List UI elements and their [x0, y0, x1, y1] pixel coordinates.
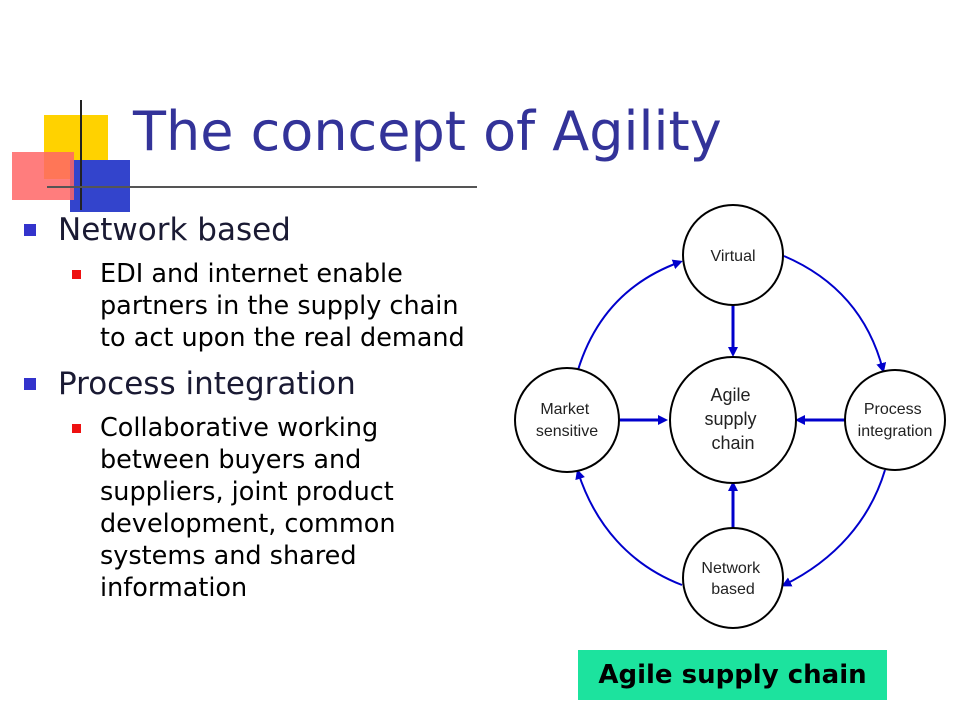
arrow-market-to-virtual — [577, 259, 683, 371]
sub-bullet-edi: EDI and internet enable partners in the … — [72, 258, 487, 354]
node-agile-supply-chain: Agile supply chain — [669, 356, 797, 484]
arrow-virtual-to-process — [783, 255, 887, 373]
bullet-text: Network based — [58, 212, 291, 248]
decor-vertical-line — [80, 100, 82, 210]
node-process-integration: Process integration — [844, 369, 946, 471]
sub-bullet-text: EDI and internet enable partners in the … — [100, 259, 465, 353]
bullet-process-integration: Process integration — [22, 364, 487, 404]
decor-pink-square — [12, 152, 74, 200]
bullet-text: Process integration — [58, 366, 356, 402]
node-center-label: Agile supply chain — [704, 385, 761, 453]
node-market-sensitive-label: Market sensitive — [536, 401, 598, 440]
arrow-process-to-network — [781, 469, 886, 587]
slide-title: The concept of Agility — [133, 100, 722, 163]
bullet-network-based: Network based — [22, 210, 487, 250]
sub-bullet-marker — [72, 270, 81, 279]
node-market-sensitive: Market sensitive — [514, 367, 620, 473]
node-network-based-label: Network based — [701, 560, 764, 598]
bullet-marker — [24, 224, 36, 236]
sub-bullet-text: Collaborative working between buyers and… — [100, 413, 396, 603]
bullet-marker — [24, 378, 36, 390]
arrow-network-to-market — [575, 469, 683, 586]
node-virtual: Virtual — [682, 204, 784, 306]
node-virtual-label: Virtual — [710, 248, 755, 265]
title-underline — [47, 186, 477, 188]
diagram-caption: Agile supply chain — [578, 650, 887, 700]
bullet-list: Network based EDI and internet enable pa… — [22, 210, 487, 614]
node-network-based: Network based — [682, 527, 784, 629]
node-process-integration-label: Process integration — [858, 401, 933, 440]
sub-bullet-collaborative: Collaborative working between buyers and… — [72, 412, 487, 604]
sub-bullet-marker — [72, 424, 81, 433]
